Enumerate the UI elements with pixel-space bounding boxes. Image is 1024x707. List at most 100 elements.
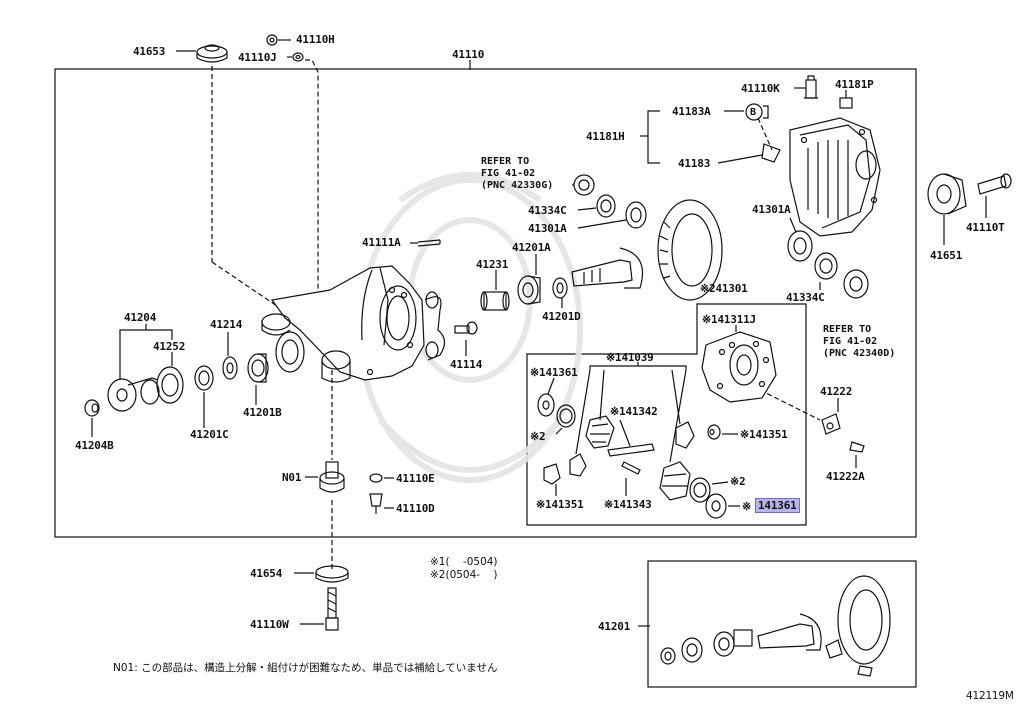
legend-line-2: ※2(0504- ) — [430, 569, 498, 581]
cover-41181H — [789, 117, 881, 237]
label-41110[interactable]: 41110 — [452, 48, 485, 61]
bolt-41110T — [977, 173, 1012, 195]
label-41110T[interactable]: 41110T — [966, 221, 1005, 234]
label-141351-right[interactable]: ※141351 — [740, 428, 788, 441]
plug-41181P — [839, 90, 853, 109]
shim-41334C-left — [596, 194, 616, 218]
label-41114[interactable]: 41114 — [450, 358, 483, 371]
label-41110H[interactable]: 41110H — [296, 33, 335, 46]
bolt-41114 — [454, 321, 478, 335]
drive-pinion — [571, 247, 644, 289]
label-41204[interactable]: 41204 — [124, 311, 157, 324]
mount-41654 — [315, 565, 349, 583]
sensor-41222 — [821, 413, 841, 435]
shim-41334C-right — [814, 252, 838, 280]
label-141361-left[interactable]: ※141361 — [530, 366, 578, 379]
label-41110W[interactable]: 41110W — [250, 618, 289, 631]
diff-case-141311J — [701, 331, 777, 403]
label-241301[interactable]: ※241301 — [700, 282, 748, 295]
label-41301A-left[interactable]: 41301A — [528, 222, 567, 235]
label-41334C-right[interactable]: 41334C — [786, 291, 825, 304]
spacer-41201D — [552, 277, 568, 299]
bearing-41201A — [517, 275, 541, 305]
dashed-leaders — [211, 59, 821, 570]
label-41201A[interactable]: 41201A — [512, 241, 551, 254]
bearing-41201B — [247, 353, 269, 383]
seal-41252 — [156, 366, 184, 404]
label-141351-left[interactable]: ※141351 — [536, 498, 584, 511]
label-2-right: ※2 — [730, 475, 746, 488]
shim-2-right — [689, 477, 711, 503]
footnote-N01: N01: この部品は、構造上分解・組付けが困難なため、単品では補給していません — [113, 662, 498, 674]
label-41301A-right[interactable]: 41301A — [752, 203, 791, 216]
label-141311J[interactable]: ※141311J — [702, 313, 756, 326]
label-41214[interactable]: 41214 — [210, 318, 243, 331]
label-41222[interactable]: 41222 — [820, 385, 853, 398]
label-41204B[interactable]: 41204B — [75, 439, 114, 452]
inset-assembly-41201 — [660, 575, 891, 677]
spacer-41231 — [480, 291, 510, 311]
label-141361-mark: ※ — [742, 500, 752, 513]
label-41334C-left[interactable]: 41334C — [528, 204, 567, 217]
label-41201D[interactable]: 41201D — [542, 310, 581, 323]
bolt-41110D — [369, 493, 383, 514]
label-41201C[interactable]: 41201C — [190, 428, 229, 441]
pinion-gear-d — [707, 424, 721, 440]
label-141343[interactable]: ※141343 — [604, 498, 652, 511]
pinion-gear-a — [569, 453, 587, 477]
cap-41653 — [196, 44, 228, 63]
ring-gear — [657, 199, 723, 301]
label-41201-inset[interactable]: 41201 — [598, 620, 631, 633]
bearing-41201C — [194, 365, 214, 391]
washer-141361-right — [705, 493, 727, 519]
diagram-id: 412119M — [966, 690, 1014, 702]
refer-note-left: REFER TO FIG 41-02 (PNC 42330G) — [481, 156, 554, 191]
pin-141343 — [621, 461, 641, 475]
label-41654[interactable]: 41654 — [250, 567, 283, 580]
label-41201B[interactable]: 41201B — [243, 406, 282, 419]
spacer-41214 — [222, 356, 238, 380]
label-41252[interactable]: 41252 — [153, 340, 186, 353]
label-41183[interactable]: 41183 — [678, 157, 711, 170]
label-41231[interactable]: 41231 — [476, 258, 509, 271]
bearing-cap — [424, 291, 446, 361]
legend-line-1: ※1( -0504) — [430, 556, 498, 568]
carrier-housing — [261, 265, 425, 383]
label-41181P[interactable]: 41181P — [835, 78, 874, 91]
circle-b — [745, 103, 763, 121]
seal-left-ref — [573, 174, 595, 196]
nut-41204B — [84, 399, 100, 417]
washer-141361-left — [537, 393, 555, 417]
label-41111A[interactable]: 41111A — [362, 236, 401, 249]
label-41653[interactable]: 41653 — [133, 45, 166, 58]
bushing-N01 — [319, 461, 345, 493]
label-141361-selected[interactable]: 141361 — [755, 498, 800, 513]
inset-frame — [647, 560, 917, 688]
label-41222A[interactable]: 41222A — [826, 470, 865, 483]
differential-frame — [526, 303, 807, 526]
label-N01[interactable]: N01 — [282, 471, 302, 484]
shim-2-left — [556, 404, 576, 428]
main-frame — [54, 68, 917, 538]
label-41110D[interactable]: 41110D — [396, 502, 435, 515]
label-41183A[interactable]: 41183A — [672, 105, 711, 118]
label-41110J[interactable]: 41110J — [238, 51, 277, 64]
label-41110E[interactable]: 41110E — [396, 472, 435, 485]
bearing-41301A-left — [625, 201, 647, 229]
label-141342[interactable]: ※141342 — [610, 405, 658, 418]
circle-b-label: B — [750, 107, 756, 118]
label-141039[interactable]: ※141039 — [606, 351, 654, 364]
refer-note-right: REFER TO FIG 41-02 (PNC 42340D) — [823, 324, 896, 359]
label-41181H[interactable]: 41181H — [586, 130, 625, 143]
pinion-gear-b — [543, 463, 561, 485]
bearing-41301A-right — [787, 230, 813, 262]
bolt-41110W — [325, 587, 339, 631]
label-2-left: ※2 — [530, 430, 546, 443]
seal-right-ref — [843, 269, 869, 299]
label-41651[interactable]: 41651 — [930, 249, 963, 262]
label-41110K[interactable]: 41110K — [741, 82, 780, 95]
pin-41111A — [417, 239, 441, 247]
gasket-41183 — [761, 143, 781, 163]
